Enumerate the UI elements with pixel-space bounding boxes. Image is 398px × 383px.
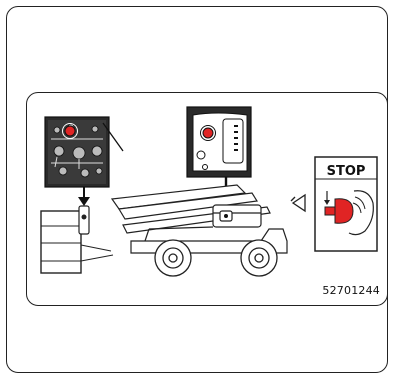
boom-lift-illustration: STOP <box>40 106 378 277</box>
part-number: 52701244 <box>322 284 380 297</box>
eye-icon <box>290 193 306 213</box>
down-arrow-icon <box>78 187 90 206</box>
emergency-stop-button-icon <box>64 125 76 137</box>
platform-control-panel-closeup <box>186 106 252 178</box>
boom-lift-wheels <box>154 239 278 277</box>
ground-emergency-stop-marker <box>81 214 87 220</box>
ground-control-station <box>78 205 90 235</box>
stop-label: STOP <box>327 164 366 179</box>
ground-control-panel-closeup <box>44 116 124 188</box>
stop-sign: STOP <box>314 156 378 252</box>
decal-illustration-panel: STOP 52701244 <box>26 92 388 306</box>
ground-control-box <box>40 205 114 274</box>
decal-outer-frame: STOP 52701244 <box>6 6 388 373</box>
stop-hand-icon <box>348 190 374 236</box>
